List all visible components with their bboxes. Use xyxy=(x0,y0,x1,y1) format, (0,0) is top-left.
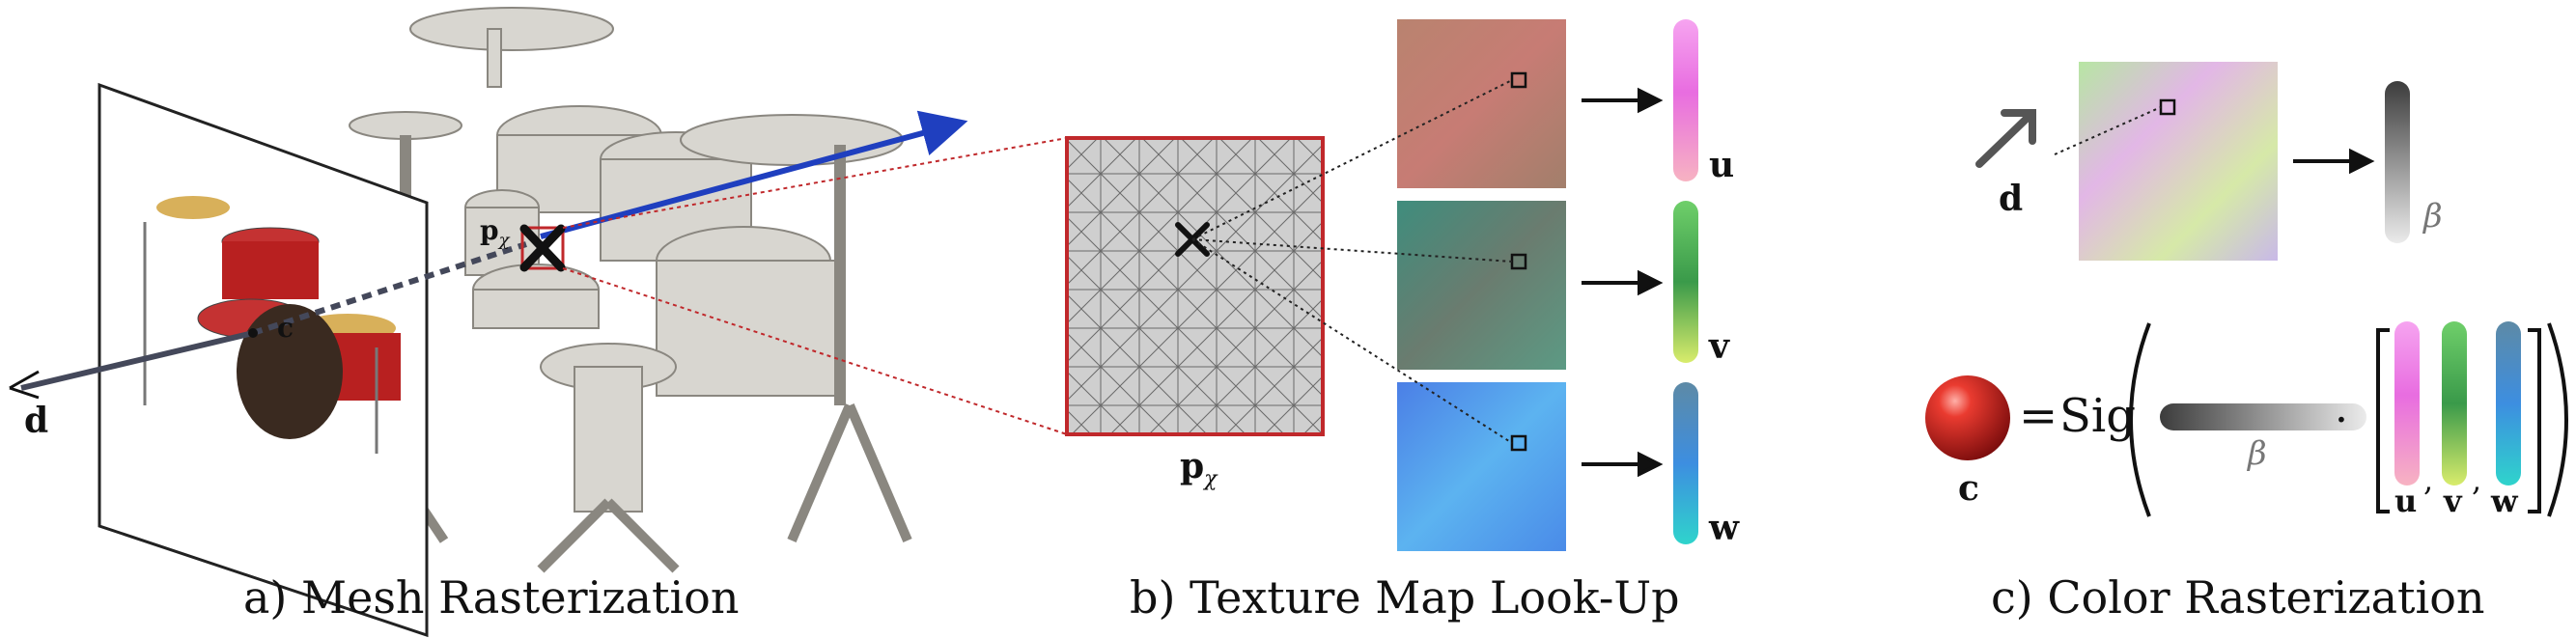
label-v-eq: v xyxy=(2444,483,2462,519)
bracket-left xyxy=(2376,328,2390,513)
feature-bar-u xyxy=(1673,19,1698,181)
color-texture-map xyxy=(2079,62,2278,261)
label-p-chi-b: pχ xyxy=(1180,446,1218,491)
camera-center xyxy=(248,328,258,338)
p-symbol: p xyxy=(480,214,499,246)
paren-right xyxy=(2547,322,2568,517)
arrow-c xyxy=(2293,148,2375,175)
paren-left xyxy=(2129,322,2151,517)
eq-bar-u xyxy=(2394,321,2420,485)
feature-bar-w xyxy=(1673,382,1698,544)
label-v: v xyxy=(1709,326,1729,367)
texture-map-v xyxy=(1397,201,1566,370)
texture-map-u xyxy=(1397,19,1566,188)
chi-subscript: χ xyxy=(1204,467,1218,492)
label-u: u xyxy=(1709,145,1735,185)
sig-label: Sig xyxy=(2059,389,2136,443)
direction-arrow-icon xyxy=(1975,109,2036,168)
view-ray-dotted xyxy=(252,241,527,336)
mesh-zoom-panel xyxy=(1065,136,1325,436)
dot-operator: · xyxy=(2335,396,2348,445)
selection-box-a xyxy=(520,226,565,270)
caption-b: b) Texture Map Look-Up xyxy=(1130,571,1680,624)
zoom-guide-top xyxy=(562,137,1068,229)
feature-bar-v xyxy=(1673,201,1698,363)
sample-box-u xyxy=(1510,71,1527,89)
label-w-eq: w xyxy=(2491,483,2518,519)
intersection-x-icon xyxy=(519,224,566,272)
label-d-c: d xyxy=(1999,179,2024,219)
caption-a: a) Mesh Rasterization xyxy=(243,571,740,624)
p-symbol: p xyxy=(1180,446,1205,486)
label-beta-eq: β xyxy=(2248,434,2267,473)
lookup-line-u xyxy=(1191,79,1513,240)
beta-bar-vertical xyxy=(2385,81,2410,243)
drum-mesh xyxy=(349,7,912,573)
comma-1: , xyxy=(2423,461,2434,498)
bracket-right xyxy=(2528,328,2541,513)
zoom-guide-bottom xyxy=(562,267,1068,435)
texture-map-w xyxy=(1397,382,1566,551)
eq-bar-w xyxy=(2496,321,2521,485)
reflected-ray xyxy=(540,110,968,239)
arrows-b xyxy=(1582,87,1664,478)
lookup-line-w xyxy=(1191,238,1513,444)
label-c-result: c xyxy=(1958,468,1979,509)
label-u-eq: u xyxy=(2394,483,2418,519)
comma-2: , xyxy=(2472,461,2482,498)
eq-bar-v xyxy=(2442,321,2467,485)
eye-icon xyxy=(9,370,40,400)
chi-subscript: χ xyxy=(498,230,510,251)
view-ray xyxy=(20,330,254,391)
beta-bar-horizontal xyxy=(2160,403,2366,430)
rendered-drum-thumbnail xyxy=(143,196,401,454)
label-c-a: c xyxy=(277,312,294,344)
caption-c: c) Color Rasterization xyxy=(1991,571,2485,624)
lookup-line-c xyxy=(2054,106,2162,155)
label-w: w xyxy=(1709,508,1739,548)
equals-sign: = xyxy=(2019,389,2058,443)
label-p-chi-a: pχ xyxy=(480,214,510,251)
label-d-a: d xyxy=(24,401,49,441)
label-beta-top: β xyxy=(2423,197,2443,236)
output-color-sphere xyxy=(1925,375,2010,460)
